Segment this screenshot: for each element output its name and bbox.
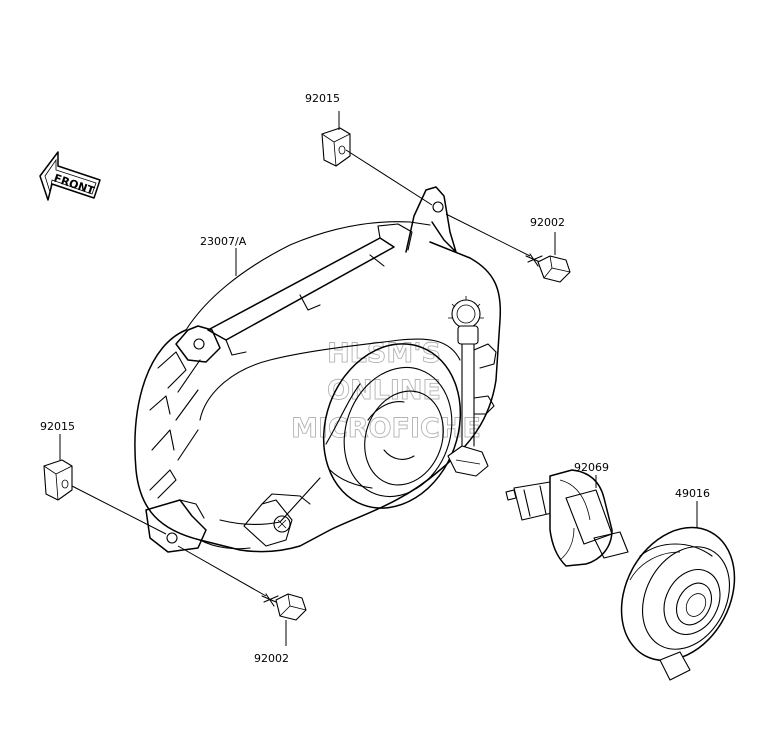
bulb bbox=[505, 469, 629, 567]
watermark-line-1: HLSM'S bbox=[327, 338, 441, 369]
label-23007a: 23007/A bbox=[200, 235, 247, 248]
label-49016: 49016 bbox=[675, 487, 710, 500]
part-labels: 92015 92002 23007/A 92015 92069 49016 92… bbox=[40, 92, 710, 665]
label-92069: 92069 bbox=[574, 461, 609, 474]
bulb-cover bbox=[620, 526, 736, 681]
leader-lines bbox=[59, 111, 698, 646]
label-92015-top: 92015 bbox=[305, 92, 340, 105]
clip-left bbox=[43, 459, 73, 501]
front-arrow-icon: FRONT bbox=[39, 151, 101, 201]
label-92002-right: 92002 bbox=[530, 216, 565, 229]
bolt-bottom bbox=[261, 593, 307, 621]
lower-adjuster-icon bbox=[243, 493, 311, 547]
watermark-line-3: MICROFICHE bbox=[291, 413, 481, 444]
watermark: HLSM'S ONLINE MICROFICHE bbox=[291, 338, 482, 445]
headlight-housing bbox=[134, 186, 502, 553]
adjuster-gear-icon bbox=[447, 296, 497, 477]
bolt-right bbox=[525, 253, 571, 283]
clip-top bbox=[321, 127, 351, 167]
label-92015-left: 92015 bbox=[40, 420, 75, 433]
label-92002-bottom: 92002 bbox=[254, 652, 289, 665]
